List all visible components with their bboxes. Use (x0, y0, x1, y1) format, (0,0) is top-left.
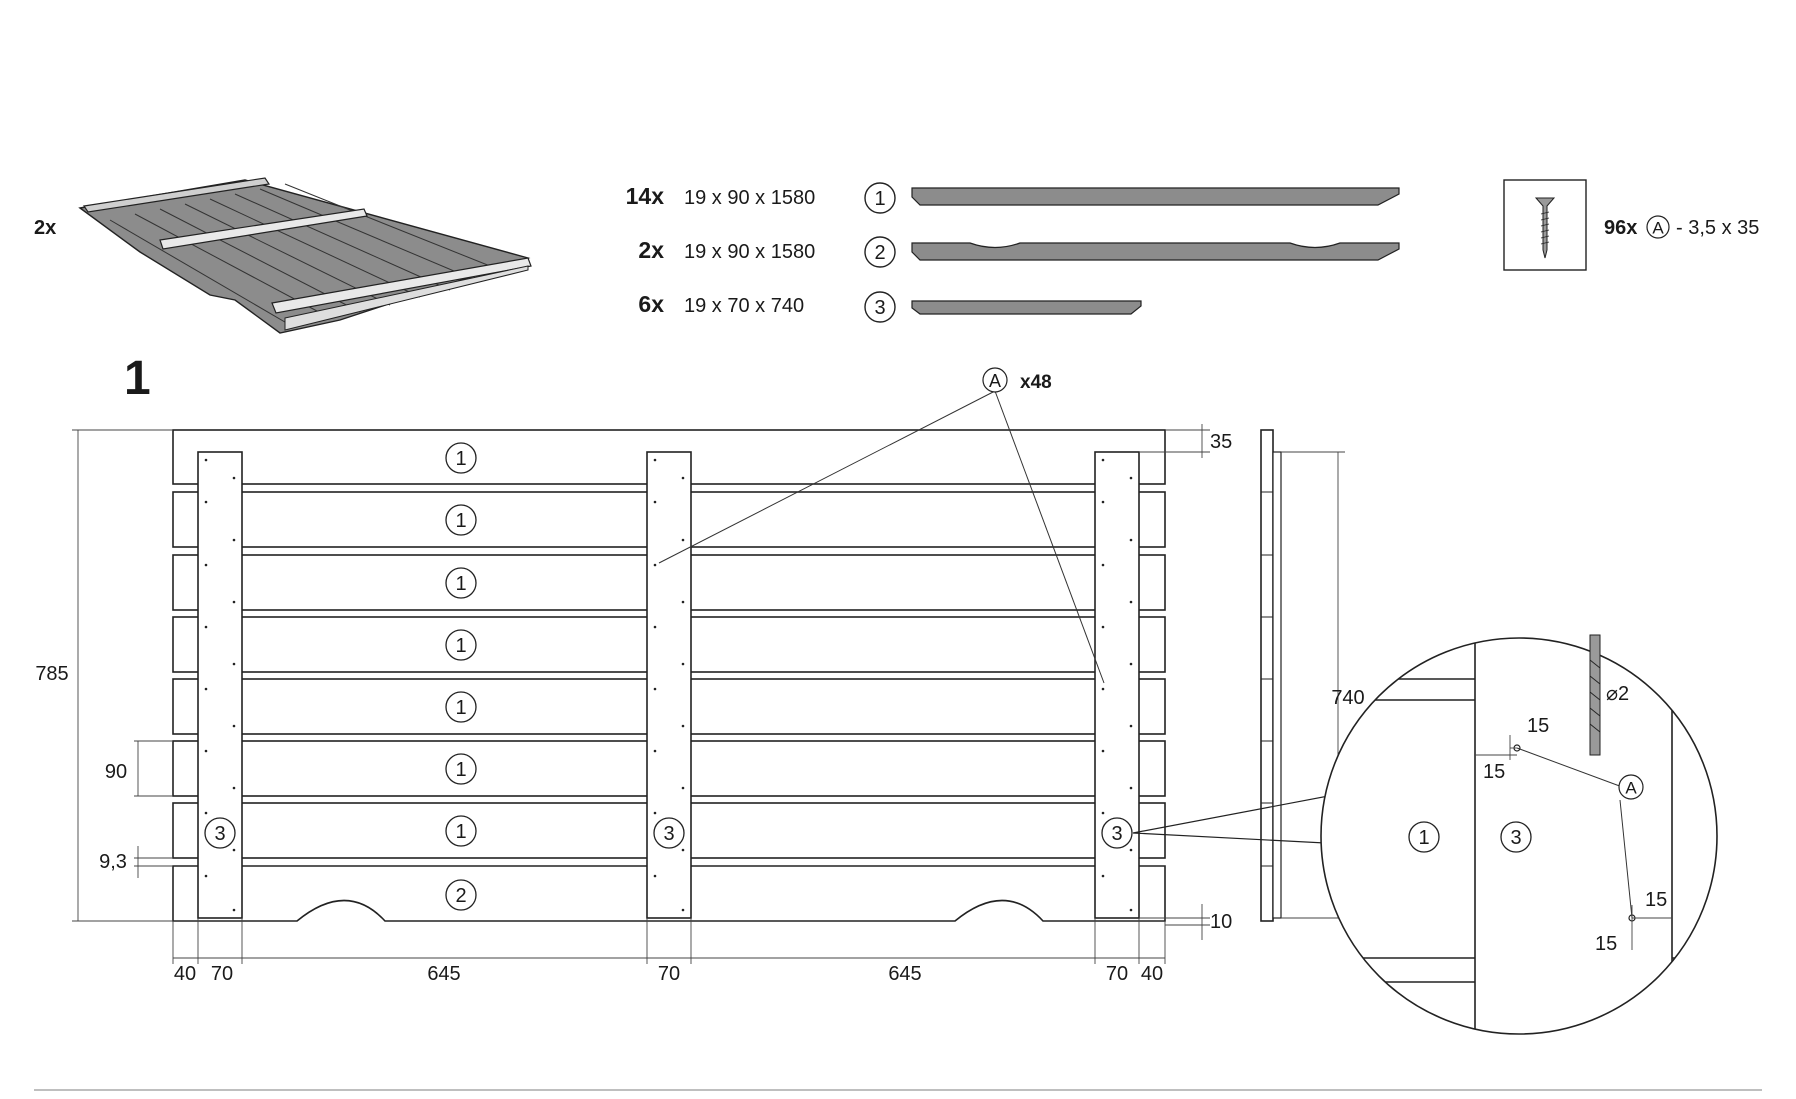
detail-part-left: 1 (1418, 827, 1429, 849)
side-view: 740 (1260, 429, 1365, 922)
part-dims: 19 x 90 x 1580 (684, 241, 815, 263)
detail-dim-2: 15 (1483, 761, 1505, 783)
board-badges: 1 1 1 1 1 1 1 2 (445, 442, 477, 911)
dim-10: 10 (1210, 911, 1232, 933)
dim-bottom-chain: 40 70 645 70 645 70 40 (172, 918, 1166, 985)
part-badge (864, 182, 896, 214)
screw-box: 96x A - 3,5 x 35 (1503, 179, 1759, 271)
screw-size: - 3,5 x 35 (1676, 217, 1759, 239)
dim-90: 90 (105, 761, 127, 783)
batten-label: 3 (214, 823, 225, 845)
board-label: 1 (455, 821, 466, 843)
part-qty: 2x (638, 237, 664, 263)
board-label: 1 (455, 573, 466, 595)
dim-9-3: 9,3 (99, 851, 127, 873)
dim-740: 740 (1331, 687, 1364, 709)
dim-70-right: 70 (1106, 963, 1128, 985)
part-badge (864, 291, 896, 323)
pallet-illustration (78, 177, 532, 334)
part-id: 1 (874, 188, 885, 210)
detail-part-right: 3 (1510, 827, 1521, 849)
part-id: 2 (874, 242, 885, 264)
screw-qty: 96x (1604, 217, 1637, 239)
dim-bottom-offset: 10 (1139, 904, 1232, 940)
board-label: 1 (455, 635, 466, 657)
front-view: 1 1 1 1 1 1 1 2 3 3 3 (35, 367, 1232, 985)
detail-magnifier: ⌀2 A 15 15 15 15 1 3 (1132, 634, 1718, 1035)
screw-symbol-badge (1646, 215, 1670, 239)
part-dims: 19 x 90 x 1580 (684, 187, 815, 209)
dim-overall-height: 785 (35, 429, 173, 922)
drill-bit-icon (1589, 634, 1601, 756)
callout-symbol: A (989, 371, 1001, 391)
dim-gap: 9,3 (99, 846, 173, 878)
detail-dim-4: 15 (1595, 933, 1617, 955)
dim-35: 35 (1210, 431, 1232, 453)
callout-count: x48 (1020, 372, 1052, 393)
dim-70-mid: 70 (658, 963, 680, 985)
part-qty: 14x (626, 183, 665, 209)
board-3-icon (911, 300, 1142, 315)
dim-board-width: 90 (105, 740, 173, 797)
board-label: 2 (455, 885, 466, 907)
step-number: 1 (124, 352, 151, 405)
dim-645-left: 645 (427, 963, 460, 985)
part-row-1: 14x 19 x 90 x 1580 1 (626, 182, 1400, 214)
screw-symbol: A (1652, 219, 1664, 238)
board-1-icon (911, 187, 1400, 206)
part-dims: 19 x 70 x 740 (684, 295, 804, 317)
dim-645-right: 645 (888, 963, 921, 985)
board-label: 1 (455, 697, 466, 719)
board-label: 1 (455, 759, 466, 781)
screw-icon (1534, 197, 1556, 259)
batten-label: 3 (663, 823, 674, 845)
dim-785: 785 (35, 663, 68, 685)
part-row-3: 6x 19 x 70 x 740 3 (638, 291, 1142, 323)
batten-label: 3 (1111, 823, 1122, 845)
parts-list: 14x 19 x 90 x 1580 1 2x 19 x 90 x 1580 2… (626, 182, 1400, 323)
board-label: 1 (455, 448, 466, 470)
dim-40-right: 40 (1141, 963, 1163, 985)
dim-40-left: 40 (174, 963, 196, 985)
drill-diameter: ⌀2 (1606, 683, 1629, 705)
screw-holes (204, 458, 1133, 912)
part-row-2: 2x 19 x 90 x 1580 2 (638, 236, 1400, 268)
detail-screw-symbol: A (1625, 779, 1637, 798)
detail-dim-3: 15 (1645, 889, 1667, 911)
part-qty: 6x (638, 291, 664, 317)
part-id: 3 (874, 297, 885, 319)
board-label: 1 (455, 510, 466, 532)
pallet-quantity: 2x (34, 217, 56, 239)
dim-top-offset: 35 (1139, 424, 1232, 458)
screw-callout: A x48 (658, 367, 1105, 684)
dim-70-left: 70 (211, 963, 233, 985)
board-2-icon (911, 242, 1400, 261)
batten-badges: 3 3 3 (204, 817, 1133, 849)
part-badge (864, 236, 896, 268)
detail-dim-1: 15 (1527, 715, 1549, 737)
